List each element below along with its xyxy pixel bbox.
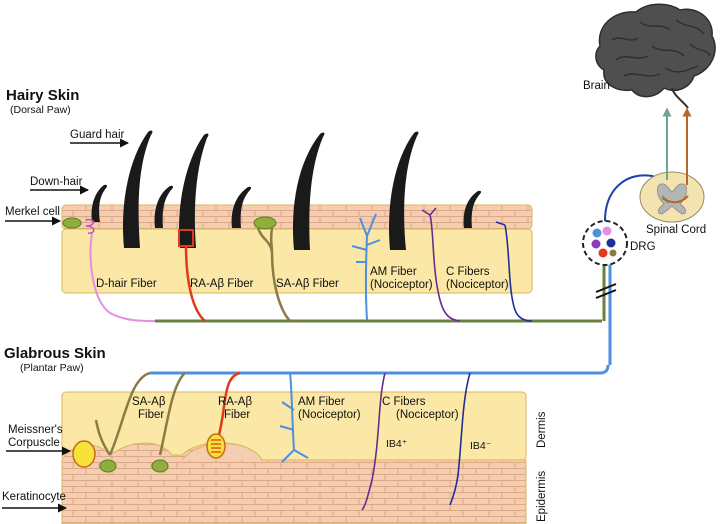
keratinocyte-label: Keratinocyte bbox=[2, 491, 66, 503]
down-hair-4 bbox=[463, 190, 482, 228]
guard-hair-label: Guard hair bbox=[70, 129, 125, 141]
c-fiber-hairy-2 bbox=[495, 221, 533, 322]
drg-neuron-purple bbox=[591, 239, 601, 249]
root-break bbox=[595, 283, 617, 299]
cord-tract-brown bbox=[661, 195, 689, 204]
hairy-skin-panel: Hairy Skin (Dorsal Paw) Guard hair Down-… bbox=[5, 87, 602, 323]
merkel-glabrous-1 bbox=[99, 459, 117, 473]
ra-fiber-hairy-label: RA-Aβ Fiber bbox=[190, 278, 254, 290]
down-hair-label: Down-hair bbox=[30, 176, 83, 188]
c-fiber-hairy-label: C Fibers bbox=[446, 266, 490, 278]
c-fiber-glabrous-2 bbox=[449, 372, 471, 506]
d-hair-ending bbox=[85, 218, 95, 234]
am-fiber-hairy-label: AM Fiber bbox=[370, 266, 417, 278]
c-fiber-glabrous-sublabel: (Nociceptor) bbox=[396, 409, 459, 421]
ra-fiber-glabrous-label: RA-Aβ bbox=[218, 396, 252, 408]
am-fiber-hairy bbox=[351, 213, 381, 321]
guard-hair-3 bbox=[293, 132, 325, 250]
brain bbox=[595, 3, 716, 98]
sa-fiber-hairy bbox=[256, 227, 291, 322]
sa-fiber-glabrous-1 bbox=[94, 371, 151, 456]
ib4-negative-label: IB4⁻ bbox=[470, 440, 492, 452]
meissner-coil bbox=[211, 439, 221, 453]
drg-neuron-pink bbox=[602, 226, 612, 236]
brain-gyri bbox=[611, 19, 711, 77]
drg-neuron-blue bbox=[592, 228, 602, 238]
cns-panel: DRG Spinal Cord Brain bbox=[582, 3, 716, 365]
ra-fiber-hairy bbox=[184, 245, 206, 322]
down-hair-3 bbox=[231, 186, 252, 228]
guard-hair-1 bbox=[123, 130, 153, 248]
glabrous-skin-panel: Glabrous Skin (Plantar Paw) Meissner's C… bbox=[2, 345, 610, 524]
ib4-positive-label: IB4⁺ bbox=[386, 438, 408, 450]
gray-matter bbox=[657, 183, 687, 215]
c-fiber-hairy-1 bbox=[421, 207, 461, 322]
hairy-skin-title: Hairy Skin bbox=[6, 87, 79, 104]
am-fiber-glabrous bbox=[279, 372, 309, 463]
d-hair-fiber bbox=[89, 231, 156, 322]
merkel-cell bbox=[62, 217, 82, 229]
am-fiber-hairy-sublabel: (Nociceptor) bbox=[370, 279, 433, 291]
sa-fiber-hairy-label: SA-Aβ Fiber bbox=[276, 278, 339, 290]
drg-neuron-navy bbox=[606, 238, 616, 248]
glabrous-bundle bbox=[150, 364, 610, 375]
glabrous-skin-subtitle: (Plantar Paw) bbox=[20, 362, 84, 374]
drg-neuron-red bbox=[598, 248, 608, 258]
merkel-glabrous-2 bbox=[151, 459, 169, 473]
sa-fiber-glabrous-sublabel: Fiber bbox=[138, 409, 164, 421]
sa-fiber-glabrous-label: SA-Aβ bbox=[132, 396, 166, 408]
meissner-label: Meissner's bbox=[8, 424, 63, 436]
guard-hair-2 bbox=[179, 133, 209, 248]
am-fiber-glabrous-label: AM Fiber bbox=[298, 396, 345, 408]
merkel-complex bbox=[253, 216, 277, 230]
c-fiber-hairy-sublabel: (Nociceptor) bbox=[446, 279, 509, 291]
am-fiber-glabrous-sublabel: (Nociceptor) bbox=[298, 409, 361, 421]
meissner-glabrous bbox=[206, 433, 226, 459]
meissner-sublabel: Corpuscle bbox=[8, 437, 60, 449]
c-fiber-glabrous-1 bbox=[361, 372, 386, 511]
spinal-cord-label: Spinal Cord bbox=[646, 224, 706, 236]
dermis-label: Dermis bbox=[536, 411, 548, 448]
epidermis-label: Epidermis bbox=[536, 471, 548, 522]
c-fiber-glabrous-label: C Fibers bbox=[382, 396, 426, 408]
sa-fiber-glabrous-2 bbox=[158, 372, 186, 456]
merkel-cell-label: Merkel cell bbox=[5, 206, 60, 218]
meissner-corpuscle bbox=[72, 440, 96, 468]
hairs bbox=[91, 130, 482, 250]
drg-label: DRG bbox=[630, 241, 656, 253]
drg-neuron-olive bbox=[609, 249, 617, 257]
guard-hair-4 bbox=[389, 131, 419, 250]
hairy-skin-subtitle: (Dorsal Paw) bbox=[10, 104, 71, 116]
d-hair-fiber-label: D-hair Fiber bbox=[96, 278, 157, 290]
ra-fiber-glabrous-sublabel: Fiber bbox=[224, 409, 250, 421]
brainstem bbox=[671, 87, 689, 109]
brain-label: Brain bbox=[583, 80, 610, 92]
down-hair-1 bbox=[91, 184, 108, 222]
down-hair-2 bbox=[154, 185, 174, 228]
glabrous-skin-title: Glabrous Skin bbox=[4, 345, 106, 362]
